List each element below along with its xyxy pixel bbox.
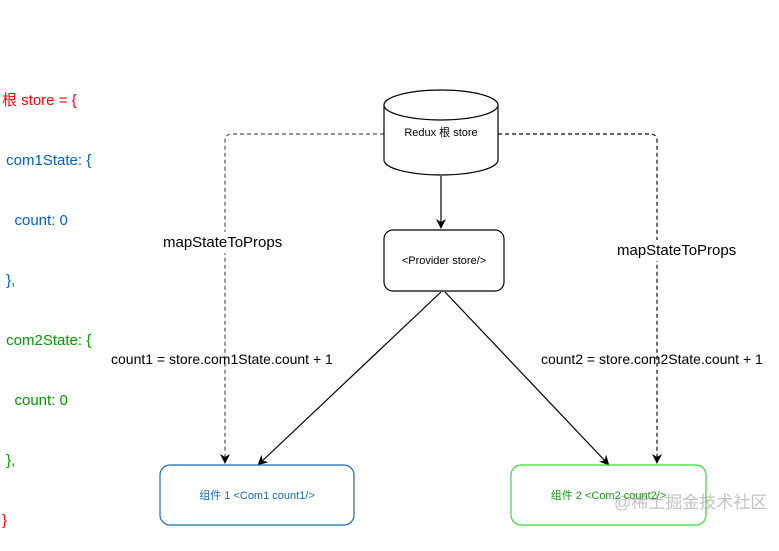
code-line: }, xyxy=(2,452,16,469)
edge-provider-to-com1 xyxy=(257,291,442,466)
diagram-canvas xyxy=(159,89,707,526)
store-code-block: 根 store = { com1State: { count: 0 }, com… xyxy=(2,51,91,551)
code-line: count: 0 xyxy=(2,212,68,229)
code-line: }, xyxy=(2,272,16,289)
code-line: com1State: { xyxy=(2,152,92,169)
edge-provider-to-com2 xyxy=(444,291,610,466)
dashed-edge-store-to-com2 xyxy=(498,133,662,464)
com2-node[interactable] xyxy=(510,464,707,526)
dashed-edge-store-to-com1 xyxy=(220,133,384,464)
count2-expression-label: count2 = store.com2State.count + 1 xyxy=(541,351,763,367)
provider-label: <Provider store/> xyxy=(401,254,487,267)
provider-node[interactable] xyxy=(383,229,505,292)
redux-store-node[interactable] xyxy=(383,89,499,176)
redux-store-label: Redux 根 store xyxy=(404,127,478,139)
code-line: } xyxy=(2,512,8,529)
com2-label: 组件 2 <Com2 count2/> xyxy=(550,490,667,502)
com1-node[interactable] xyxy=(159,464,355,526)
code-line: com2State: { xyxy=(2,332,92,349)
code-line: 根 store = { xyxy=(2,92,77,109)
com1-label: 组件 1 <Com1 count1/> xyxy=(199,490,315,502)
map-state-to-props-right-label: mapStateToProps xyxy=(617,240,737,261)
watermark: @稀土掘金技术社区 xyxy=(614,493,768,512)
map-state-to-props-left-label: mapStateToProps xyxy=(163,232,283,253)
code-line: count: 0 xyxy=(2,392,68,409)
count1-expression-label: count1 = store.com1State.count + 1 xyxy=(111,351,333,367)
